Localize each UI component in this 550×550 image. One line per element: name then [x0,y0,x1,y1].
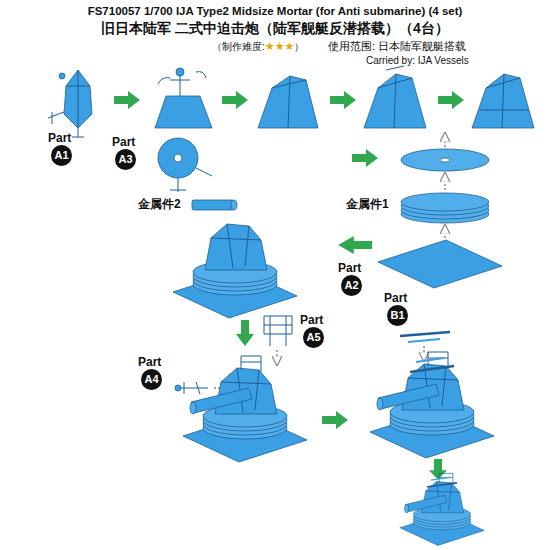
part-word: Part [300,314,323,327]
label-text: 使用范围: 日本陆军舰艇搭载 [328,40,466,53]
step-2 [155,68,212,128]
difficulty-text: ） [294,41,304,53]
label-text: Carried by: IJA Vessels [366,55,469,67]
disc-plate [401,149,489,171]
part-word: Part [112,136,135,149]
part-a4 [175,382,208,394]
callout-circle: A5 [303,327,324,348]
part-word: Part [338,262,361,275]
callout-circle: A2 [341,275,362,296]
step-4 [364,66,426,128]
part-callout: PartA5 [300,314,324,348]
step-5 [472,74,534,128]
difficulty-text: （制作难度: [212,41,265,53]
callout-circle: A4 [141,369,162,390]
step-1 [48,70,92,137]
label-text: 旧日本陆军 二式中迫击炮（陆军舰艇反潜搭载）（4台） [5,20,545,36]
title-text: FS710057 1/700 IJA Type2 Midsize Mortar … [5,5,545,18]
part-b1 [400,332,450,342]
part-callout: PartA1 [48,132,72,166]
metal-disc-stack [401,193,489,223]
callout-circle: A1 [51,145,72,166]
part-word: Part [384,292,407,305]
label-text: 金属件1 [346,198,389,212]
part-callout: PartA2 [338,262,362,296]
step-3 [258,76,318,128]
part-callout: PartA3 [112,136,136,170]
difficulty-row: （制作难度:★★★） [212,40,304,53]
part-word: Part [138,356,161,369]
callout-circle: B1 [387,305,408,326]
label-text: 金属件2 [138,198,181,212]
part-a3 [158,138,212,192]
part-callout: PartB1 [384,292,408,326]
metal-rod [192,200,237,210]
part-a5 [264,316,292,346]
part-callout: PartA4 [138,356,162,390]
difficulty-text: ★★★ [265,40,295,53]
part-word: Part [48,132,71,145]
callout-circle: A3 [115,149,136,170]
base-plate [378,240,502,288]
